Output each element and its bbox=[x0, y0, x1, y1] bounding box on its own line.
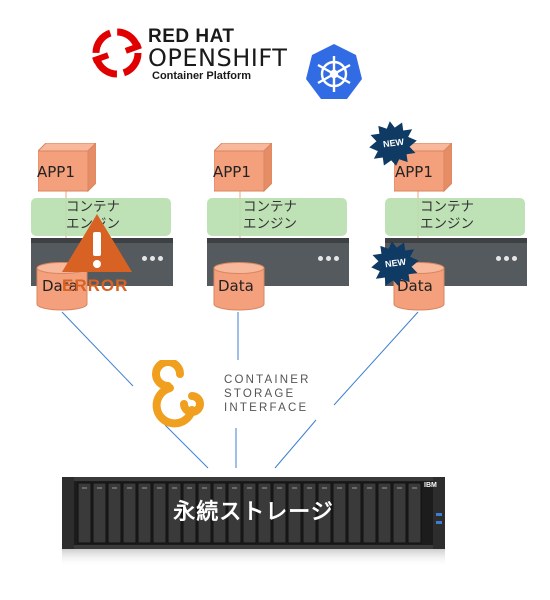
new-badge-icon bbox=[371, 241, 419, 286]
data-label-node3: Data bbox=[397, 277, 433, 295]
connector-node1 bbox=[61, 311, 134, 387]
container-engine-node2 bbox=[207, 198, 347, 236]
connector-storage-right bbox=[274, 419, 317, 469]
storage-array bbox=[62, 477, 445, 549]
app-cube-node1 bbox=[38, 143, 96, 193]
engine-label-line1: コンテナ bbox=[66, 199, 120, 215]
app-label-node3: APP1 bbox=[395, 163, 433, 181]
openshift-mark-icon bbox=[92, 28, 142, 78]
csi-line2: STORAGE bbox=[224, 388, 296, 400]
engine-label-line1: コンテナ bbox=[243, 199, 297, 215]
csi-label: CONTAINER STORAGE INTERFACE bbox=[224, 373, 311, 415]
app-label-node2: APP1 bbox=[213, 163, 251, 181]
data-label-node2: Data bbox=[218, 277, 254, 295]
redhat-openshift-logo bbox=[92, 28, 142, 78]
brand-line-3: Container Platform bbox=[152, 70, 252, 82]
brand-line-1: RED HAT bbox=[148, 26, 235, 47]
app-cube-node2 bbox=[214, 143, 272, 193]
brand-line-2: OPENSHIFT bbox=[148, 44, 288, 72]
ibm-logo: IBM bbox=[424, 482, 437, 489]
data-cylinder-node2 bbox=[213, 262, 265, 311]
csi-line1: CONTAINER bbox=[224, 374, 311, 386]
container-engine-node3 bbox=[385, 198, 525, 236]
connector-storage-left bbox=[164, 424, 209, 469]
server-node2 bbox=[207, 238, 349, 286]
connector-node3 bbox=[333, 311, 419, 406]
error-label: ERROR bbox=[62, 276, 129, 295]
new-badge-icon bbox=[369, 121, 417, 166]
app-label-node1: APP1 bbox=[37, 163, 75, 181]
csi-line3: INTERFACE bbox=[224, 402, 309, 414]
csi-logo-icon bbox=[152, 360, 204, 428]
engine-label-line2: エンジン bbox=[243, 216, 297, 232]
storage-reflection bbox=[62, 549, 445, 567]
engine-label-line1: コンテナ bbox=[420, 199, 474, 215]
warning-triangle-icon bbox=[62, 214, 132, 272]
data-label-node1: Data bbox=[42, 277, 78, 295]
storage-label: 永続ストレージ bbox=[173, 500, 334, 525]
kubernetes-helm-icon bbox=[306, 44, 362, 99]
engine-label-line2: エンジン bbox=[420, 216, 474, 232]
